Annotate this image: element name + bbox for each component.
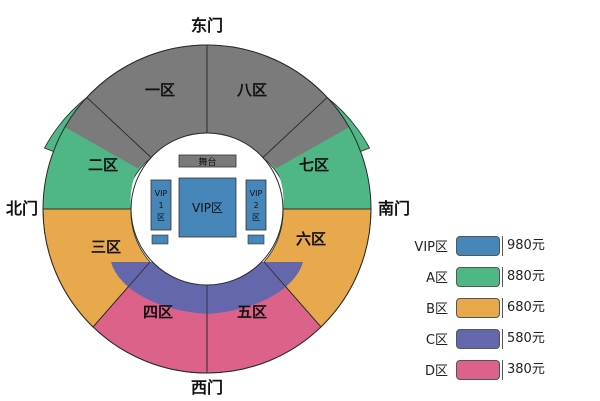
zone-6-label: 六区: [296, 230, 326, 248]
zone-3-label: 三区: [91, 238, 121, 256]
legend-label: VIP区: [414, 240, 448, 255]
vip-center-label: VIP区: [192, 201, 223, 215]
legend-price: 980元: [502, 235, 545, 256]
legend-row-b: B区 680元: [396, 292, 596, 323]
zone-2-grey-upper: [64, 97, 152, 169]
gate-south: 南门: [378, 199, 410, 218]
legend-row-c: C区 580元: [396, 323, 596, 354]
stage-platform: [178, 154, 237, 168]
zone-7-label: 七区: [299, 156, 329, 174]
legend-swatch: [456, 266, 500, 287]
legend-swatch: [456, 328, 500, 349]
vip-center-block[interactable]: [178, 177, 237, 238]
legend-swatch: [456, 297, 500, 318]
zone-2-green-lower: [42, 127, 138, 209]
legend-price: 880元: [502, 266, 545, 287]
vip-1-line-2: 1: [158, 201, 163, 210]
zone-7-green-lower: [276, 127, 372, 209]
zone-4-label: 四区: [143, 303, 173, 321]
legend-label: A区: [426, 271, 448, 286]
legend-label: D区: [424, 364, 448, 379]
gate-west: 西门: [191, 378, 223, 397]
vip-1-small-block: [151, 234, 169, 245]
vip-1-line-3: 区: [157, 213, 165, 222]
zone-8-label: 八区: [236, 81, 267, 99]
zone-2-label: 二区: [88, 156, 118, 174]
vip-2-small-block: [247, 234, 265, 245]
legend-label: B区: [426, 302, 448, 317]
legend-label: C区: [425, 333, 448, 348]
legend-price: 580元: [502, 328, 545, 349]
legend-swatch: [456, 359, 500, 380]
vip-1-line-1: VIP: [155, 189, 168, 198]
vip-1-block[interactable]: [150, 179, 172, 231]
gate-north: 北门: [6, 199, 38, 218]
zone-7-grey-upper: [262, 97, 350, 169]
legend-row-a: A区 880元: [396, 261, 596, 292]
price-legend: VIP区 980元 A区 880元 B区 680元 C区 580元 D区 380…: [396, 230, 596, 385]
legend-price: 680元: [502, 297, 545, 318]
gate-east: 东门: [191, 16, 223, 35]
vip-2-block[interactable]: [245, 179, 267, 231]
stage-label: 舞台: [198, 156, 216, 168]
zone-1-label: 一区: [145, 81, 175, 99]
legend-price: 380元: [502, 359, 545, 380]
vip-2-line-3: 区: [252, 213, 260, 222]
zone-5-label: 五区: [237, 303, 267, 321]
legend-row-d: D区 380元: [396, 354, 596, 385]
legend-row-vip: VIP区 980元: [396, 230, 596, 261]
vip-2-line-2: 2: [253, 201, 258, 210]
legend-swatch: [456, 235, 500, 256]
vip-2-line-1: VIP: [250, 189, 263, 198]
